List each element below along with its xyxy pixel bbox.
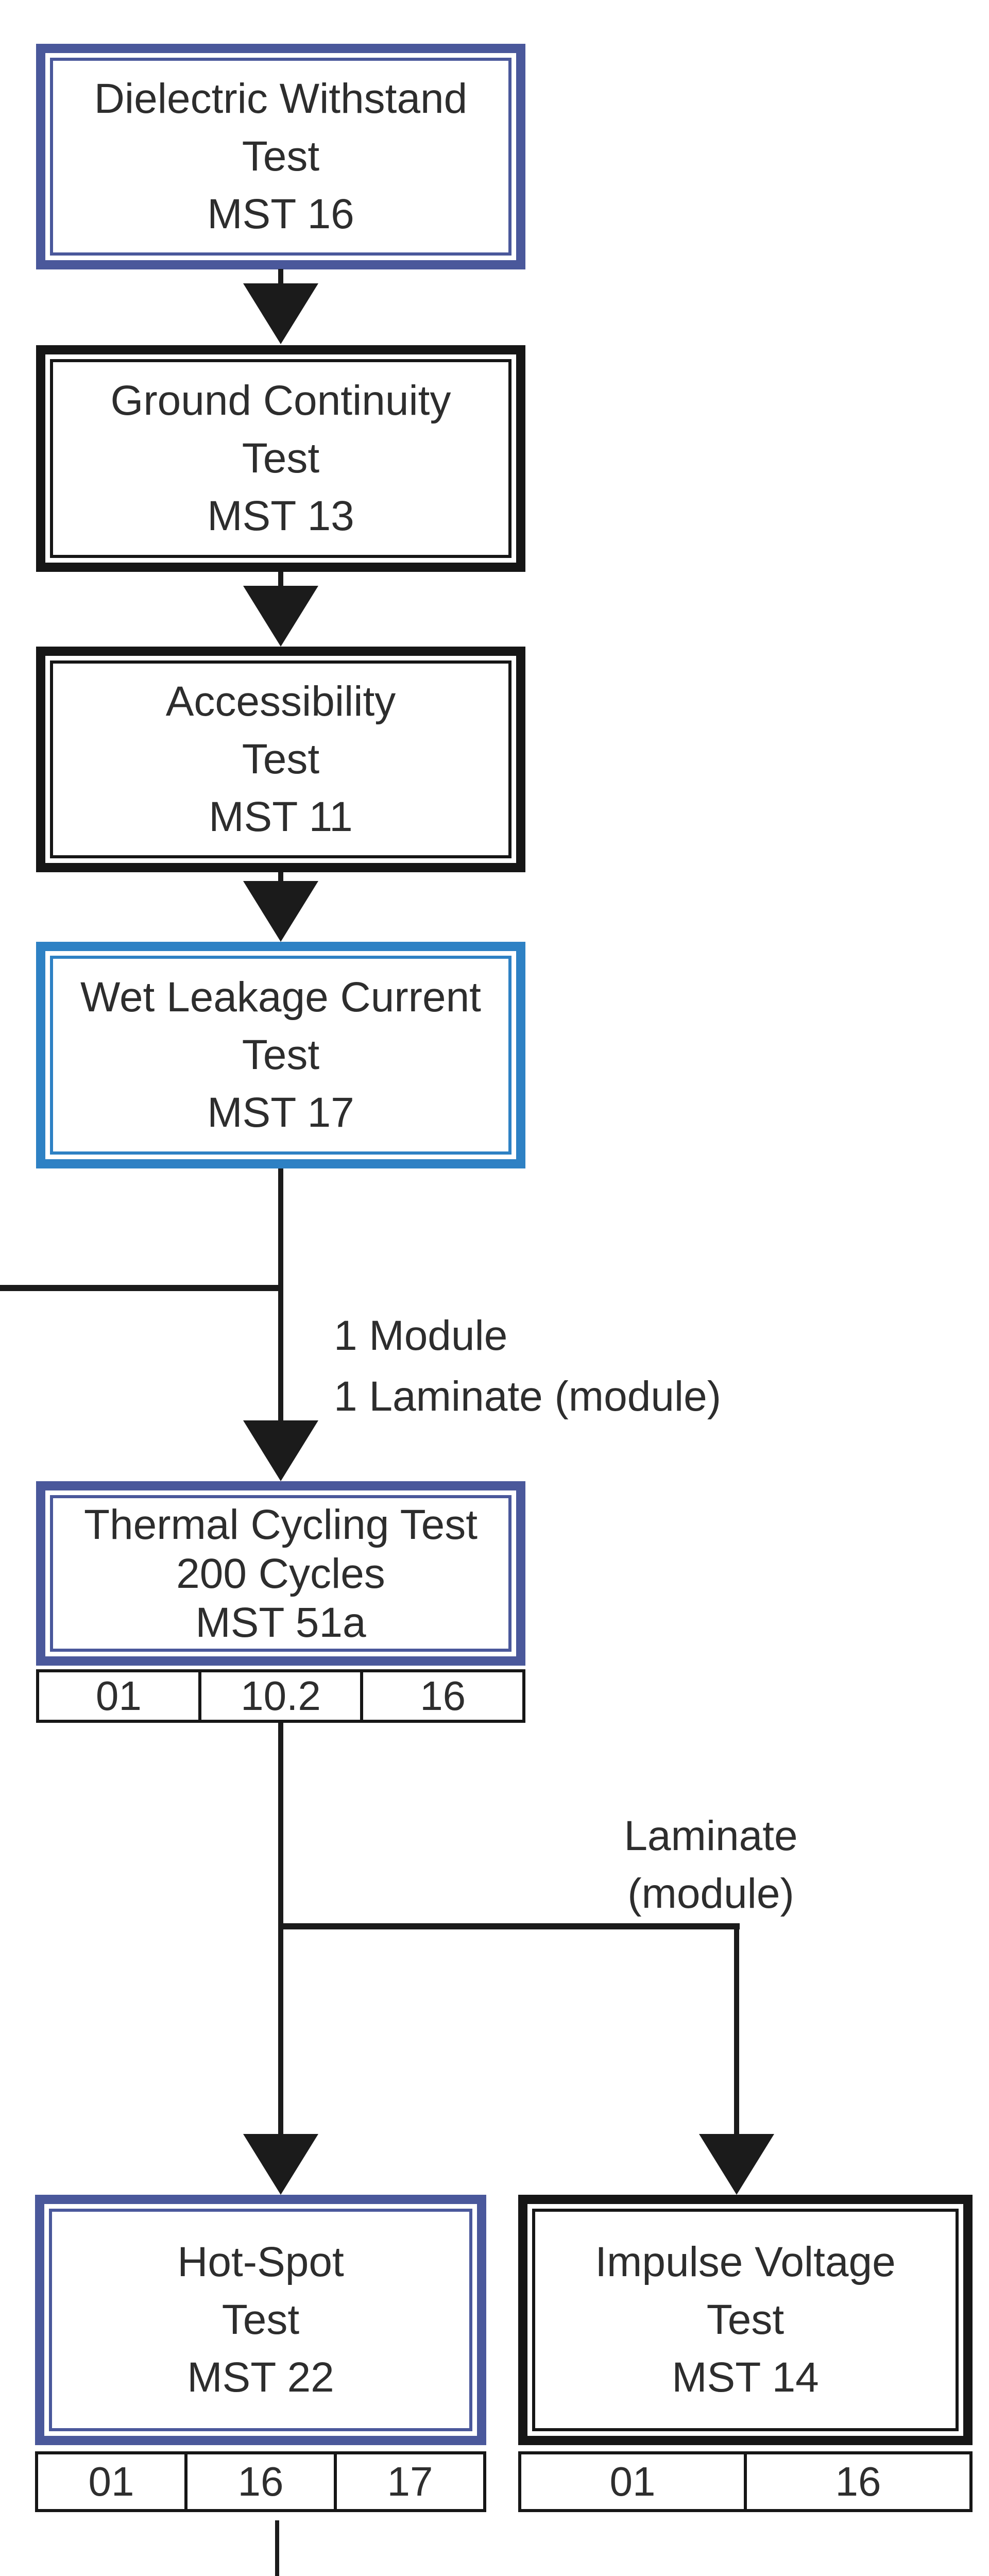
node-frame: Impulse Voltage Test MST 14 <box>532 2209 959 2431</box>
edge-label-samples: 1 Module 1 Laminate (module) <box>334 1306 721 1427</box>
node-standard-ref: MST 13 <box>207 493 354 539</box>
connector-line <box>278 572 283 587</box>
node-frame: Hot-Spot Test MST 22 <box>49 2209 472 2431</box>
node-ground-continuity-test: Ground Continuity Test MST 13 <box>36 345 525 572</box>
connector-line <box>278 872 283 885</box>
sample-cell: 17 <box>337 2451 486 2512</box>
node-standard-ref: MST 22 <box>187 2354 334 2401</box>
node-standard-ref: MST 16 <box>207 191 354 238</box>
node-title-line: Dielectric Withstand <box>94 75 468 122</box>
arrow-head-down <box>243 586 318 647</box>
connector-line <box>278 1168 283 1421</box>
node-frame: Wet Leakage Current Test MST 17 <box>50 956 511 1155</box>
thermal-cycling-sample-cells: 01 10.2 16 <box>36 1669 526 1723</box>
edge-label-line: 1 Module <box>334 1312 508 1359</box>
edge-label-laminate: Laminate (module) <box>587 1807 834 1923</box>
sample-cell: 10.2 <box>201 1669 364 1723</box>
node-title-line: Test <box>242 736 320 783</box>
branch-line-right <box>281 1923 740 1929</box>
arrow-head-down <box>243 1420 318 1481</box>
node-accessibility-test: Accessibility Test MST 11 <box>36 647 525 872</box>
node-cycles-line: 200 Cycles <box>176 1550 385 1597</box>
node-standard-ref: MST 14 <box>672 2354 819 2401</box>
node-title-line: Test <box>242 1031 320 1078</box>
node-standard-ref: MST 51a <box>195 1599 366 1646</box>
sample-cell: 16 <box>363 1669 526 1723</box>
node-frame: Thermal Cycling Test 200 Cycles MST 51a <box>50 1495 511 1652</box>
node-dielectric-withstand-test: Dielectric Withstand Test MST 16 <box>36 44 525 269</box>
sample-cell: 16 <box>747 2451 973 2512</box>
node-standard-ref: MST 11 <box>209 793 353 840</box>
node-title-line: Test <box>242 133 320 180</box>
node-thermal-cycling-test: Thermal Cycling Test 200 Cycles MST 51a <box>36 1481 525 1666</box>
connector-line <box>734 1923 739 2134</box>
node-title-line: Accessibility <box>165 678 396 725</box>
node-frame: Ground Continuity Test MST 13 <box>50 359 511 558</box>
arrow-head-down <box>243 283 318 344</box>
incoming-branch-line-left <box>0 1285 283 1291</box>
impulse-voltage-sample-cells: 01 16 <box>518 2451 973 2512</box>
node-title-line: Test <box>242 435 320 482</box>
sample-cell: 16 <box>187 2451 337 2512</box>
node-wet-leakage-current-test: Wet Leakage Current Test MST 17 <box>36 942 525 1168</box>
edge-label-line: 1 Laminate (module) <box>334 1373 722 1420</box>
node-title-line: Impulse Voltage <box>595 2239 896 2285</box>
edge-label-line: (module) <box>627 1870 794 1917</box>
sample-cell: 01 <box>36 1669 201 1723</box>
node-title-line: Test <box>221 2296 300 2343</box>
hot-spot-sample-cells: 01 16 17 <box>35 2451 486 2512</box>
node-title-line: Hot-Spot <box>177 2239 344 2285</box>
connector-line-continuation <box>275 2520 279 2576</box>
connector-line <box>278 269 283 285</box>
node-impulse-voltage-test: Impulse Voltage Test MST 14 <box>518 2195 973 2445</box>
arrow-head-down <box>243 881 318 942</box>
arrow-head-down <box>243 2134 318 2195</box>
node-frame: Accessibility Test MST 11 <box>50 660 511 858</box>
node-title-line: Wet Leakage Current <box>80 974 481 1021</box>
arrow-head-down <box>699 2134 774 2195</box>
node-title-line: Test <box>706 2296 785 2343</box>
sample-cell: 01 <box>35 2451 187 2512</box>
node-hot-spot-test: Hot-Spot Test MST 22 <box>35 2195 486 2445</box>
sample-cell: 01 <box>518 2451 747 2512</box>
node-frame: Dielectric Withstand Test MST 16 <box>50 58 511 256</box>
node-standard-ref: MST 17 <box>207 1089 354 1136</box>
edge-label-line: Laminate <box>624 1812 798 1859</box>
node-title-line: Ground Continuity <box>110 377 451 424</box>
node-title-line: Thermal Cycling Test <box>83 1501 478 1548</box>
